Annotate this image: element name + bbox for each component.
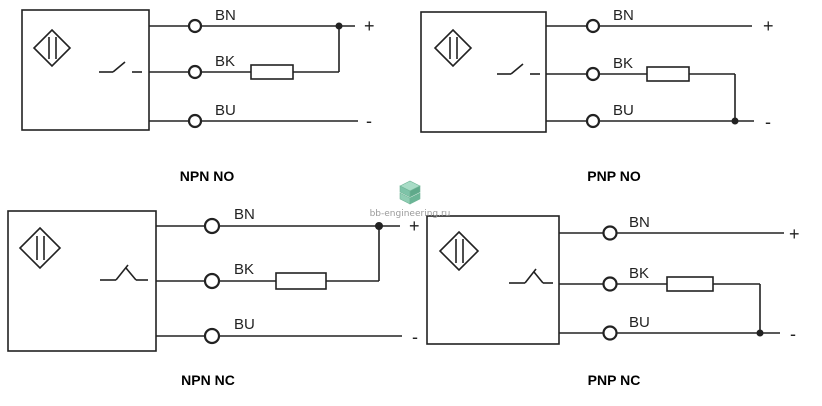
watermark-text: bb-engineering.ru bbox=[370, 209, 451, 219]
diagram-caption: PNP NO bbox=[587, 168, 641, 184]
terminal-bn bbox=[585, 18, 601, 34]
terminal-bk bbox=[203, 272, 221, 290]
proximity-sensor-icon bbox=[438, 230, 480, 272]
wire-label-bk: BK bbox=[613, 55, 633, 72]
terminal-bu bbox=[602, 325, 618, 341]
switch-nc-icon bbox=[100, 264, 148, 281]
wire-label-bn: BN bbox=[629, 214, 650, 231]
wire-label-bu: BU bbox=[629, 314, 650, 331]
load-resistor bbox=[275, 272, 327, 290]
diagram-npn-nc: BN BK BU + - NPN NC bbox=[7, 206, 420, 388]
plus-sign: + bbox=[789, 224, 800, 244]
plus-sign: + bbox=[364, 16, 375, 36]
switch-no-icon bbox=[99, 61, 142, 73]
terminal-bn bbox=[187, 18, 203, 34]
plus-sign: + bbox=[763, 16, 774, 36]
terminal-bn bbox=[203, 217, 221, 235]
watermark: bb-engineering.ru bbox=[370, 180, 451, 219]
sensor-body bbox=[7, 210, 157, 352]
terminal-bk bbox=[187, 64, 203, 80]
minus-sign: - bbox=[765, 112, 771, 132]
terminal-bn bbox=[602, 225, 618, 241]
switch-nc-icon bbox=[509, 268, 553, 284]
wire-label-bk: BK bbox=[215, 53, 235, 70]
wire-label-bn: BN bbox=[215, 7, 236, 24]
minus-sign: - bbox=[366, 111, 372, 131]
proximity-sensor-icon bbox=[433, 28, 473, 68]
load-resistor bbox=[646, 66, 690, 82]
junction-dot bbox=[335, 22, 343, 30]
diagram-caption: PNP NC bbox=[588, 372, 641, 388]
terminal-bu bbox=[585, 113, 601, 129]
load-resistor bbox=[250, 64, 294, 80]
proximity-sensor-icon bbox=[32, 28, 72, 68]
terminal-bk bbox=[602, 276, 618, 292]
terminal-bk bbox=[585, 66, 601, 82]
sensor-body bbox=[420, 11, 547, 133]
plus-sign: + bbox=[409, 216, 420, 236]
terminal-bu bbox=[203, 327, 221, 345]
load-resistor bbox=[666, 276, 714, 292]
wire-label-bk: BK bbox=[629, 265, 649, 282]
wire-label-bn: BN bbox=[613, 7, 634, 24]
wire-label-bn: BN bbox=[234, 206, 255, 223]
stacked-layers-icon bbox=[399, 180, 421, 205]
minus-sign: - bbox=[790, 324, 796, 344]
diagram-npn-no: BN BK BU + - NPN NO bbox=[21, 7, 375, 184]
proximity-sensor-icon bbox=[18, 226, 62, 270]
diagram-caption: NPN NO bbox=[180, 168, 235, 184]
wire-label-bu: BU bbox=[613, 102, 634, 119]
minus-sign: - bbox=[412, 327, 418, 347]
wire-label-bu: BU bbox=[234, 316, 255, 333]
terminal-bu bbox=[187, 113, 203, 129]
diagram-caption: NPN NC bbox=[181, 372, 235, 388]
wire-label-bk: BK bbox=[234, 261, 254, 278]
switch-no-icon bbox=[497, 63, 540, 75]
diagram-pnp-nc: BN BK BU + - PNP NC bbox=[426, 214, 800, 388]
sensor-body bbox=[426, 215, 560, 345]
sensor-body bbox=[21, 9, 150, 131]
diagram-pnp-no: BN BK BU + - PNP NO bbox=[420, 7, 774, 184]
wire-label-bu: BU bbox=[215, 102, 236, 119]
junction-dot bbox=[375, 222, 383, 230]
